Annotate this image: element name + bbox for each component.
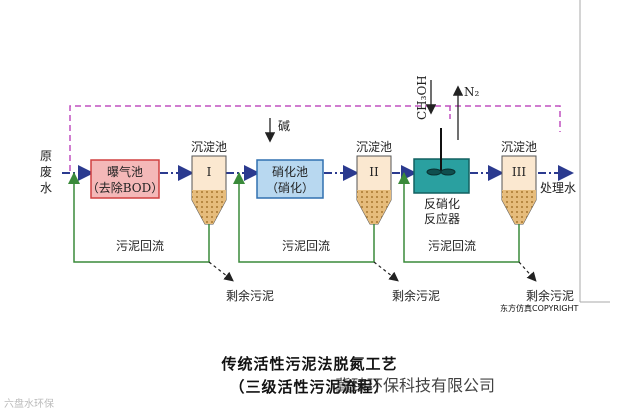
sludge-return-label-1: 污泥回流 (116, 239, 164, 253)
settling-tank-3-numeral: III (512, 165, 526, 179)
mixer-blade-right (440, 168, 456, 176)
raw-water-char: 水 (40, 181, 52, 195)
sludge-return-label-2: 污泥回流 (282, 239, 330, 253)
sludge-return-line-3 (403, 173, 520, 263)
excess-sludge-arrow-3 (518, 261, 537, 282)
aeration-tank-label: 曝气池 (107, 164, 143, 179)
sludge-return-line-2 (238, 173, 375, 263)
raw-water-label: 原 废 水 (40, 149, 56, 195)
settling-tank-3-label: 沉淀池 (501, 140, 537, 154)
nitrification-tank-sublabel: （硝化） (266, 181, 314, 195)
excess-sludge-arrow-1 (208, 261, 234, 282)
sludge-return-label-3: 污泥回流 (428, 239, 476, 253)
excess-sludge-label-2: 剩余污泥 (392, 288, 440, 303)
settling-tank-3-sludge (502, 190, 536, 224)
raw-water-char: 原 (40, 149, 52, 163)
denitrification-reactor-label-2: 反应器 (424, 211, 460, 226)
raw-water-char: 废 (40, 164, 52, 179)
settling-tank-2-label: 沉淀池 (356, 140, 392, 154)
settling-tank-2-sludge (357, 190, 391, 224)
treated-water-label: 处理水 (540, 181, 576, 195)
mixer-blade-left (426, 168, 442, 176)
excess-sludge-arrow-2 (373, 261, 399, 282)
nitrification-tank-label: 硝化池 (272, 165, 308, 179)
copyright-notice: 东方仿真COPYRIGHT (498, 303, 581, 314)
methanol-label: CH₃OH (415, 75, 429, 120)
sludge-return-line-1 (73, 173, 210, 263)
settling-tank-2-numeral: II (369, 165, 379, 179)
source-watermark: 六盘水环保 (4, 399, 54, 410)
company-watermark: 冀臻环保科技有限公司 (335, 376, 496, 395)
diagram-title: 传统活性污泥法脱氮工艺 (221, 355, 398, 373)
excess-sludge-label-1: 剩余污泥 (226, 288, 274, 303)
diagram-subtitle: （三级活性污泥流程） (229, 378, 390, 396)
denitrification-reactor-label: 反硝化 (424, 197, 460, 211)
aeration-tank (90, 159, 160, 199)
aeration-tank-sublabel: （去除BOD） (87, 180, 164, 195)
alkali-label: 碱 (278, 119, 290, 133)
nitrification-tank (256, 159, 324, 199)
settling-tank-1-label: 沉淀池 (191, 140, 227, 154)
excess-sludge-label-3: 剩余污泥 (526, 288, 574, 303)
bypass-line (69, 105, 561, 171)
nitrogen-label: N₂ (464, 85, 480, 99)
settling-tank-1-sludge (192, 190, 226, 224)
settling-tank-1-numeral: I (207, 165, 212, 179)
